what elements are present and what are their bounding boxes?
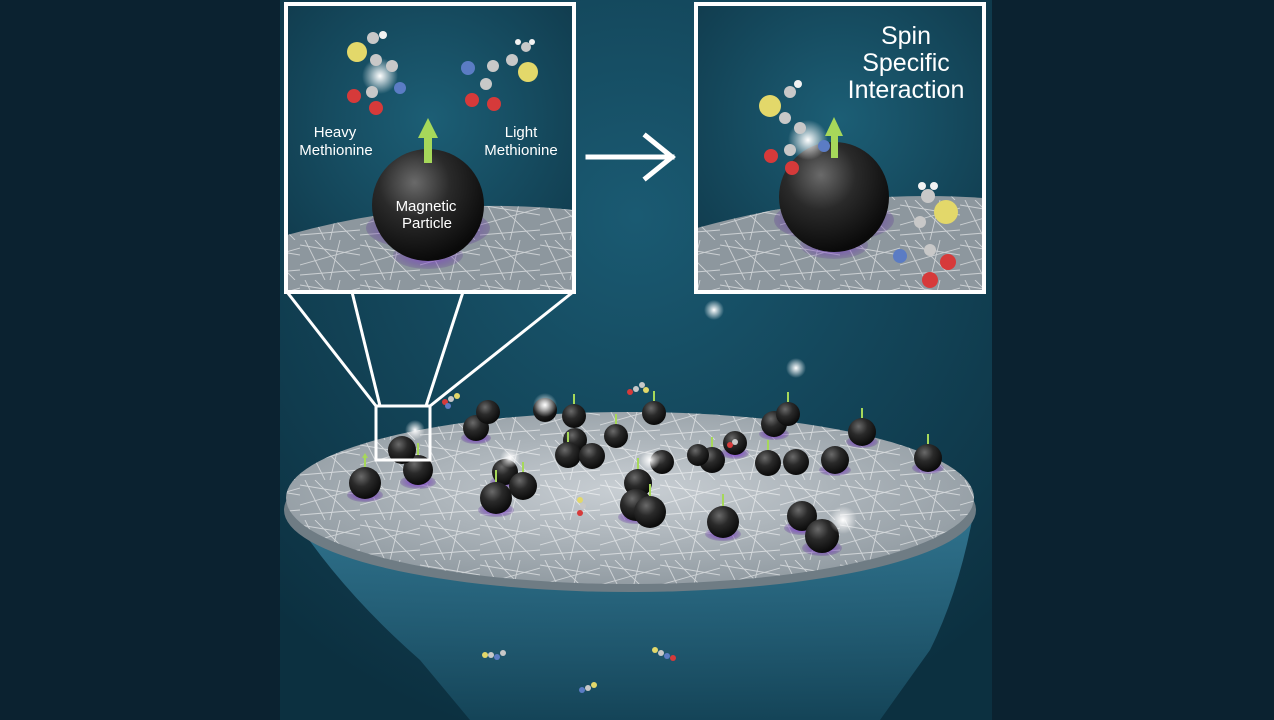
up-arrow-icon <box>418 118 438 163</box>
floating-molecules <box>442 382 738 693</box>
unbound-methionine-molecule <box>893 182 958 288</box>
right-panel: Spin Specific Interaction <box>694 2 986 294</box>
left-panel: Heavy Methionine Light Methionine Magnet… <box>284 2 576 294</box>
light-methionine-molecule <box>461 39 538 111</box>
molecule-glows <box>405 300 857 534</box>
magnetic-particle <box>372 149 484 261</box>
zoom-connector-lines <box>285 290 574 408</box>
particles-on-disc <box>347 391 944 556</box>
heavy-methionine-molecule <box>347 31 406 115</box>
zoom-region-box <box>374 404 432 462</box>
title-line1: Spin <box>881 22 931 50</box>
label-light-line2: Methionine <box>484 142 557 159</box>
label-heavy-line1: Heavy <box>314 124 357 141</box>
up-arrow-icon <box>825 117 843 158</box>
title-line2: Specific <box>862 49 950 77</box>
label-particle-line1: Magnetic <box>396 198 457 215</box>
bound-methionine-molecule <box>759 80 830 175</box>
label-heavy-line2: Methionine <box>299 142 372 159</box>
title-line3: Interaction <box>848 76 965 104</box>
right-arrow-icon <box>585 132 676 182</box>
label-particle-line2: Particle <box>402 215 452 232</box>
magnetic-particle-bound <box>779 142 889 252</box>
label-light-line1: Light <box>505 124 538 141</box>
